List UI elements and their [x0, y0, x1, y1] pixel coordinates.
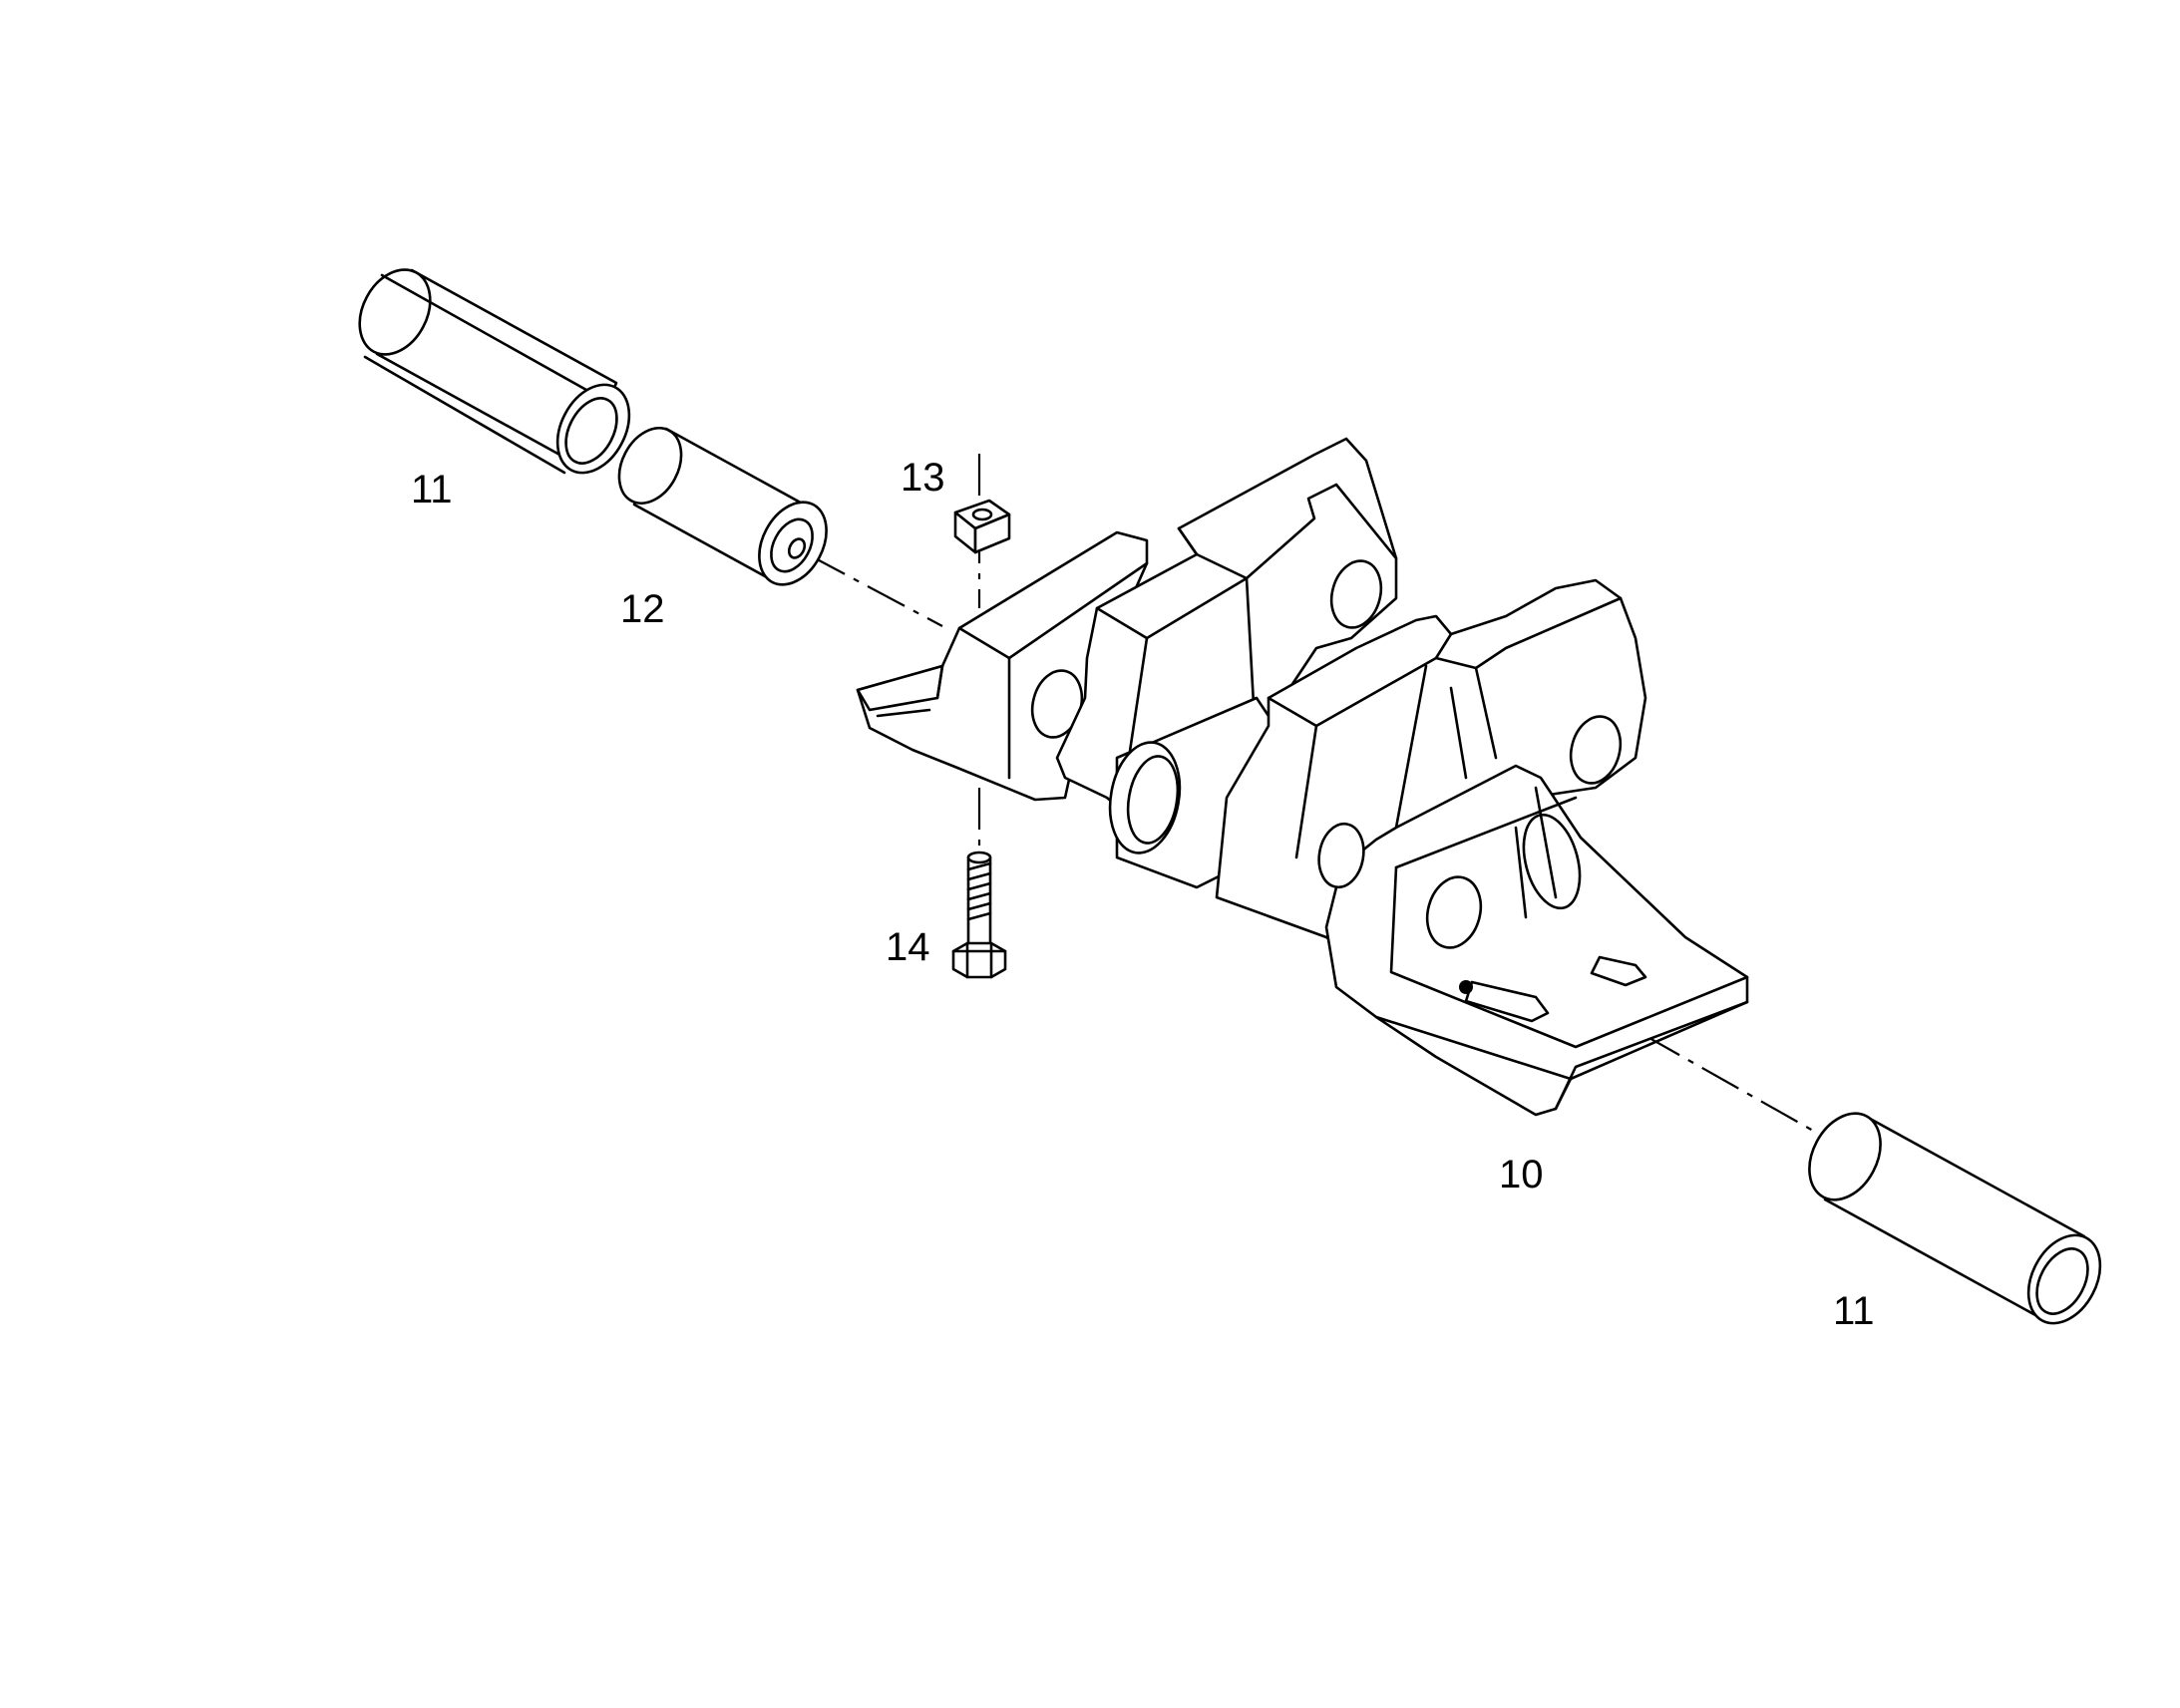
- pin-axis-left: [807, 553, 943, 627]
- hex-bolt: [951, 851, 1007, 979]
- bracket-assembly: [856, 437, 1749, 1117]
- sleeve: [617, 427, 828, 586]
- bushing-left: [358, 268, 631, 475]
- callout-14: 14: [886, 925, 930, 969]
- callout-11-left: 11: [411, 468, 453, 512]
- callout-11-right: 11: [1833, 1289, 1875, 1333]
- callout-12: 12: [620, 587, 665, 631]
- square-nut: [953, 499, 1011, 554]
- callout-labels: 11 12 13 14 10 11: [411, 456, 1875, 1333]
- callout-10: 10: [1499, 1153, 1544, 1196]
- bushing-right: [1808, 1112, 2102, 1325]
- callout-13: 13: [901, 456, 945, 500]
